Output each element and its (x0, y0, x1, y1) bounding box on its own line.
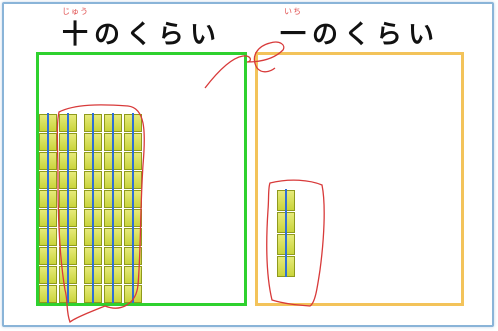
ones-place-heading: 一のくらい (280, 20, 441, 50)
tens-place-heading: 十のくらい (62, 20, 223, 50)
ones-ruby: いち (284, 7, 302, 16)
tens-ruby: じゅう (62, 7, 89, 16)
rod-line (112, 113, 114, 303)
rod-line (67, 113, 69, 303)
rod-line (285, 189, 287, 277)
tens-rod[interactable] (104, 113, 122, 303)
rod-line (132, 113, 134, 303)
rod-line (92, 113, 94, 303)
tens-rod[interactable] (124, 113, 142, 303)
rod-line (47, 113, 49, 303)
tens-rod[interactable] (59, 113, 77, 303)
tens-rod[interactable] (84, 113, 102, 303)
ones-column[interactable] (277, 189, 295, 277)
tens-rod[interactable] (39, 113, 57, 303)
tens-place-box[interactable] (36, 52, 247, 306)
ones-place-box[interactable] (255, 52, 464, 306)
